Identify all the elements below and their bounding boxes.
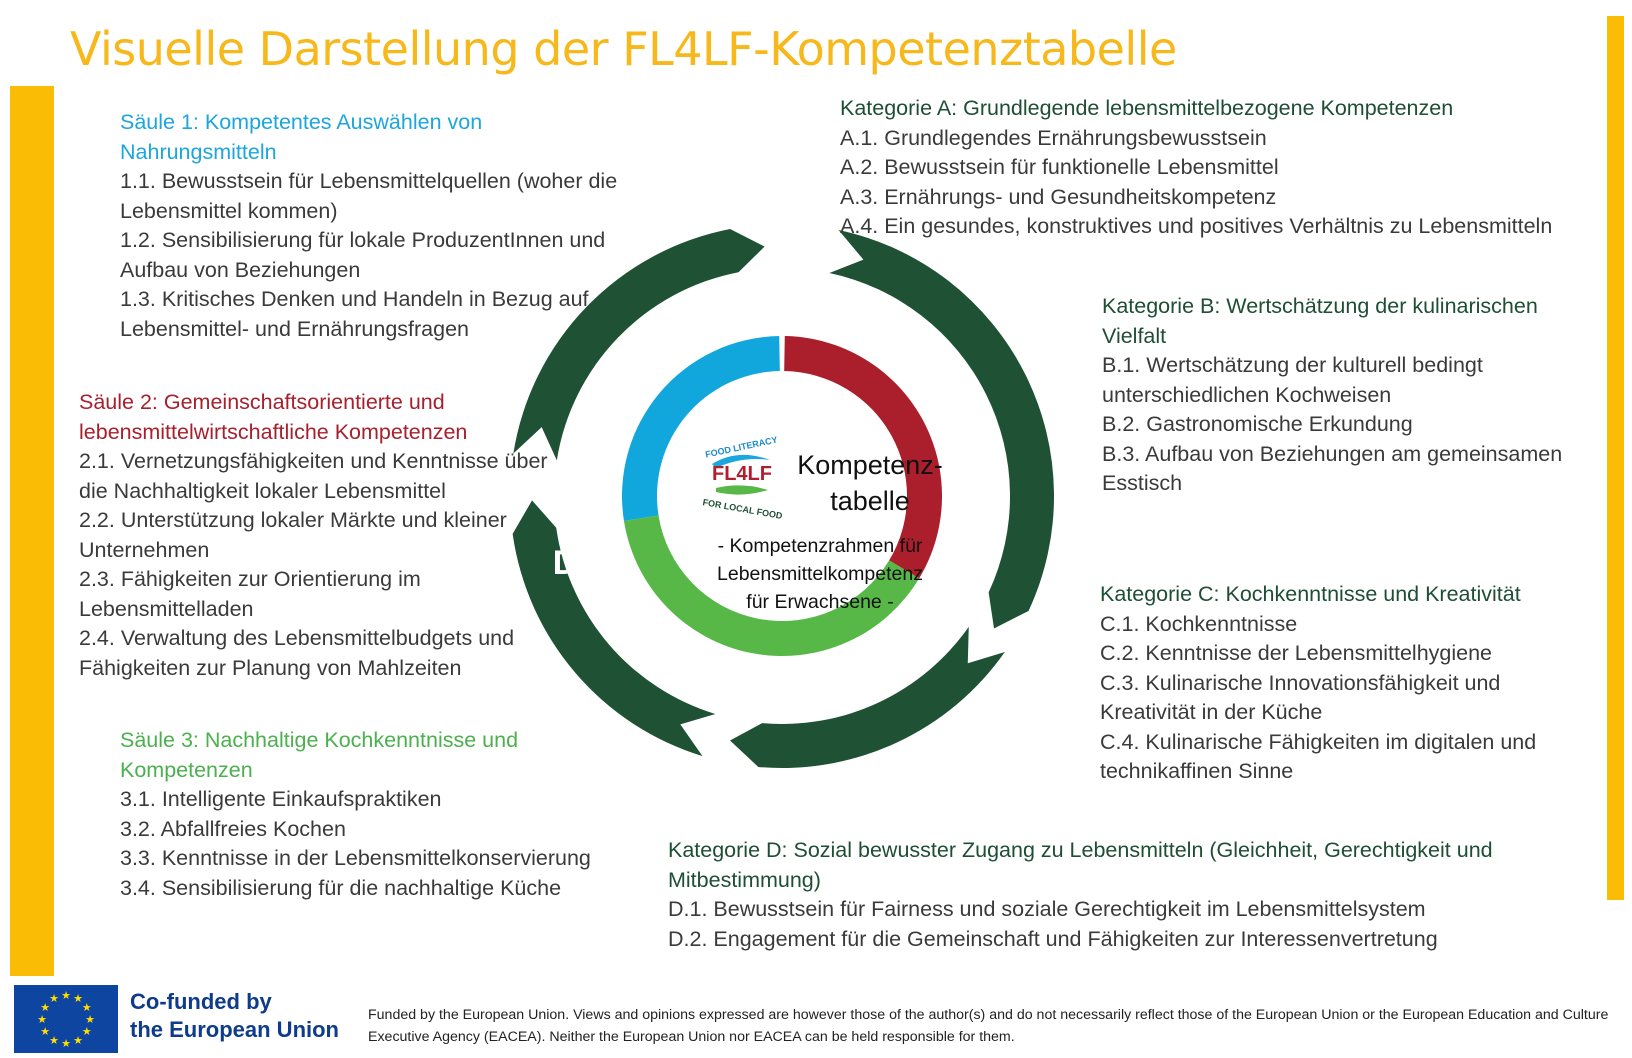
saeule-3-item: 3.2. Abfallfreies Kochen [120,816,346,841]
kategorie-d-item: D.2. Engagement für die Gemeinschaft und… [668,926,1438,951]
saeule-3-heading: Säule 3: Nachhaltige Kochkenntnisse und … [120,728,519,782]
center-subtitle: - Kompetenzrahmen für Lebensmittelkompet… [690,532,950,616]
eu-star-icon: ★ [40,1001,50,1014]
saeule-1-item: 1.3. Kritisches Denken und Handeln in Be… [120,287,589,341]
saeule-2-item: 2.4. Verwaltung des Lebensmittelbudgets … [79,626,515,680]
center-subtitle-line: Lebensmittelkompetenz [717,563,923,585]
left-accent-bar [10,86,54,976]
eu-star-icon: ★ [82,1025,92,1038]
kategorie-a-item: A.2. Bewusstsein für funktionelle Lebens… [840,155,1279,179]
saeule-1-heading: Säule 1: Kompetentes Auswählen von Nahru… [120,110,483,164]
ring-letter-b: B [1058,470,1083,508]
eu-star-icon: ★ [49,992,59,1005]
inner-ring-red [784,336,942,579]
inner-ring-blue [622,336,780,522]
saeule-3-item: 3.4. Sensibilisierung für die nachhaltig… [120,875,562,900]
kategorie-b-heading: Kategorie B: Wertschätzung der kulinaris… [1102,294,1538,348]
saeule-2-heading: Säule 2: Gemeinschaftsorientierte und le… [79,390,468,444]
outer-ring [512,228,1055,768]
kategorie-b-item: B.3. Aufbau von Beziehungen am gemeinsam… [1102,441,1563,496]
kategorie-c-item: C.3. Kulinarische Innovationsfähigkeit u… [1100,670,1501,725]
center-title-line: Kompetenz- [797,450,943,480]
saeule-2-item: 2.2. Unterstützung lokaler Märkte und kl… [79,508,507,562]
ring-segment-d [512,500,716,757]
saeule-1-item: 1.2. Sensibilisierung für lokale Produze… [120,228,606,282]
kategorie-b-item: B.2. Gastronomische Erkundung [1102,412,1413,436]
logo-bottom-text: FOR LOCAL FOOD [702,497,784,521]
kategorie-c-item: C.4. Kulinarische Fähigkeiten im digital… [1100,729,1537,784]
kategorie-c-block: Kategorie C: Kochkenntnisse und Kreativi… [1100,580,1600,787]
saeule-2-item: 2.3. Fähigkeiten zur Orientierung im Leb… [79,567,421,621]
ring-segment-c [730,626,1005,768]
kategorie-a-block: Kategorie A: Grundlegende lebensmittelbe… [840,94,1610,242]
center-subtitle-line: für Erwachsene - [746,591,894,613]
kategorie-c-item: C.1. Kochkenntnisse [1100,611,1298,636]
saeule-2-block: Säule 2: Gemeinschaftsorientierte und le… [79,388,579,683]
saeule-3-item: 3.3. Kenntnisse in der Lebensmittelkonse… [120,846,591,870]
kategorie-b-block: Kategorie B: Wertschätzung der kulinaris… [1102,292,1582,499]
eu-star-icon: ★ [73,992,83,1005]
inner-ring-green [623,515,920,657]
center-title-line: tabelle [830,486,910,516]
eu-star-icon: ★ [73,1034,83,1047]
eu-stars-icon: ★★★★★★★★★★★★ [37,989,95,1050]
cofunded-line: Co-funded by [130,989,272,1014]
kategorie-c-heading: Kategorie C: Kochkenntnisse und Kreativi… [1100,582,1521,606]
ring-segment-b [829,229,1055,629]
center-subtitle-line: - Kompetenzrahmen für [717,535,923,557]
kategorie-b-item: B.1. Wertschätzung der kulturell bedingt… [1102,353,1483,407]
kategorie-c-item: C.2. Kenntnisse der Lebensmittelhygiene [1100,641,1493,665]
inner-ring [622,336,942,657]
funding-disclaimer: Funded by the European Union. Views and … [368,1007,1609,1045]
kategorie-a-item: A.4. Ein gesundes, konstruktives und pos… [840,214,1553,238]
logo-field-icon [716,485,768,495]
ring-letter-d: D [553,544,578,582]
kategorie-d-item: D.1. Bewusstsein für Fairness und sozial… [668,897,1426,921]
eu-star-icon: ★ [82,1001,92,1014]
logo-main-text: FL4LF [712,463,772,485]
saeule-1-item: 1.1. Bewusstsein für Lebensmittelquellen… [120,169,618,223]
kategorie-a-heading: Kategorie A: Grundlegende lebensmittelbe… [840,96,1454,120]
eu-star-icon: ★ [49,1034,59,1047]
ring-letter-c: C [840,760,865,798]
kategorie-d-block: Kategorie D: Sozial bewusster Zugang zu … [668,836,1598,954]
saeule-2-item: 2.1. Vernetzungsfähigkeiten und Kenntnis… [79,449,548,503]
eu-star-icon: ★ [37,1013,47,1026]
kategorie-d-heading: Kategorie D: Sozial bewusster Zugang zu … [668,838,1493,892]
ring-segment-a [513,228,765,461]
saeule-3-block: Säule 3: Nachhaltige Kochkenntnisse und … [120,726,640,903]
eu-star-icon: ★ [61,1037,71,1050]
eu-star-icon: ★ [85,1013,95,1026]
fl4lf-logo: FOOD LITERACY FL4LF FOR LOCAL FOOD [702,435,784,522]
eu-star-icon: ★ [61,989,71,1002]
center-title: Kompetenz- tabelle [780,447,960,519]
eu-star-icon: ★ [40,1025,50,1038]
ring-letter-a: A [781,247,806,285]
cofunded-label: Co-funded by the European Union [130,988,339,1044]
kategorie-a-item: A.3. Ernährungs- und Gesundheitskompeten… [840,184,1277,209]
logo-wave-icon [712,454,770,468]
cofunded-line: the European Union [130,1017,339,1042]
saeule-1-block: Säule 1: Kompetentes Auswählen von Nahru… [120,108,620,344]
right-accent-bar [1607,16,1624,900]
page-title: Visuelle Darstellung der FL4LF-Kompetenz… [70,22,1177,76]
eu-flag: ★★★★★★★★★★★★ [14,985,118,1053]
kategorie-a-item: A.1. Grundlegendes Ernährungsbewusstsein [840,125,1267,150]
saeule-3-item: 3.1. Intelligente Einkaufspraktiken [120,787,442,811]
